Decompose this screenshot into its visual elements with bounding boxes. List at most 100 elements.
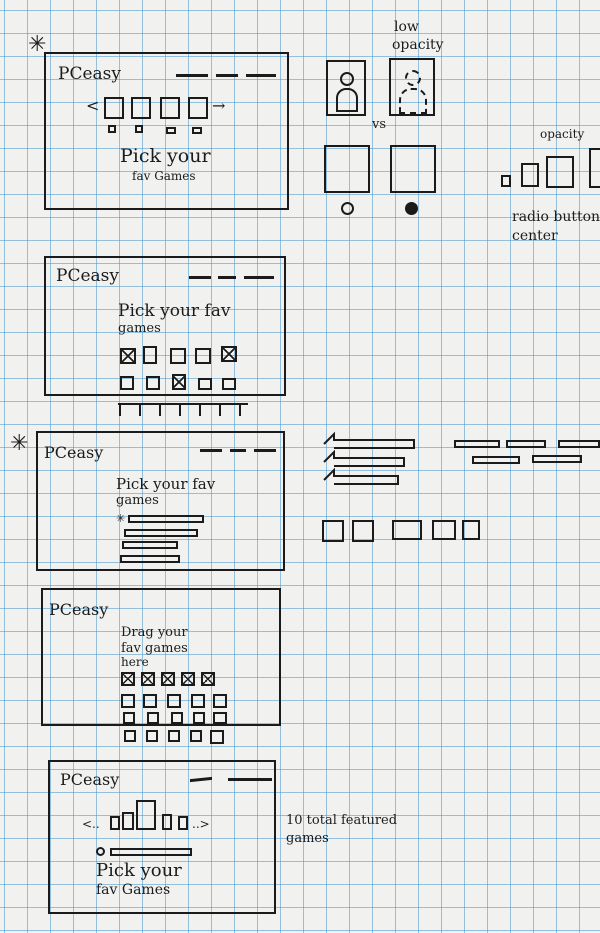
nav-link[interactable] (189, 276, 211, 279)
list-item[interactable] (122, 541, 178, 549)
wireframe-carousel: PCeasy < → Pick your fav Games (44, 52, 289, 210)
game-tile[interactable] (198, 378, 212, 390)
game-thumbnail[interactable] (122, 812, 134, 830)
game-thumbnail[interactable] (162, 814, 172, 830)
carousel-right-arrow[interactable]: ..> (192, 817, 210, 831)
thumb-variant (392, 520, 422, 540)
nav-link[interactable] (190, 776, 212, 783)
wireframe-list-select: PCeasy Pick your fav games ✳ (36, 431, 285, 571)
select-checkbox[interactable] (192, 127, 202, 134)
game-tile[interactable] (213, 712, 227, 724)
heading-line-1: Pick your (96, 860, 182, 881)
game-thumbnail[interactable] (104, 97, 124, 119)
select-checkbox[interactable] (135, 125, 143, 133)
heading-line-3: here (121, 655, 149, 669)
game-tile[interactable] (193, 712, 205, 724)
drop-slot-filled[interactable] (201, 672, 215, 686)
nav-link[interactable] (218, 276, 236, 279)
game-thumbnail[interactable] (188, 97, 208, 119)
game-card (390, 145, 436, 193)
heading-line-2: fav games (121, 641, 188, 656)
logo: PCeasy (49, 600, 109, 619)
game-tile-selected[interactable] (172, 374, 186, 390)
list-item[interactable] (124, 529, 198, 537)
profile-card-faded (389, 58, 435, 116)
game-tile[interactable] (213, 694, 227, 708)
person-body-icon (336, 88, 358, 112)
game-tile[interactable] (170, 348, 186, 364)
heading-line-2: fav Games (96, 882, 171, 898)
game-tile[interactable] (124, 730, 136, 742)
game-tile[interactable] (171, 712, 183, 724)
profile-card-normal (326, 60, 366, 116)
nav-link[interactable] (246, 74, 276, 77)
note-games: games (286, 831, 329, 846)
list-item[interactable] (120, 555, 180, 563)
thumb-variant (352, 520, 374, 542)
logo: PCeasy (60, 770, 120, 789)
select-checkbox[interactable] (108, 125, 116, 133)
list-item[interactable] (128, 515, 204, 523)
radio-button[interactable] (96, 847, 105, 856)
size-demo-box (589, 148, 600, 188)
game-tile[interactable] (190, 730, 202, 742)
drop-slot-filled[interactable] (141, 672, 155, 686)
game-tile[interactable] (168, 730, 180, 742)
arrow-left-icon[interactable]: < (86, 96, 100, 115)
note-opacity: opacity (392, 37, 444, 53)
game-tile[interactable] (147, 712, 159, 724)
game-tile[interactable] (123, 712, 135, 724)
select-checkbox[interactable] (166, 127, 176, 134)
game-thumbnail[interactable] (178, 816, 188, 830)
nav-link[interactable] (200, 449, 222, 452)
person-head-icon (405, 70, 421, 86)
nav-link[interactable] (176, 74, 208, 77)
game-tile[interactable] (191, 694, 205, 708)
game-thumbnail[interactable] (160, 97, 180, 119)
game-tile[interactable] (143, 694, 157, 708)
nav-link[interactable] (244, 276, 274, 279)
game-tile[interactable] (146, 730, 158, 742)
game-tile[interactable] (210, 730, 224, 744)
game-tile[interactable] (195, 348, 211, 364)
game-tile[interactable] (121, 694, 135, 708)
note-radio-button: radio button (512, 209, 600, 225)
arrow-right-icon[interactable]: → (212, 96, 226, 115)
game-tile[interactable] (120, 376, 134, 390)
game-thumbnail[interactable] (131, 97, 151, 119)
list-variant-bar (454, 440, 500, 448)
scroll-indicator (118, 403, 248, 416)
note-featured: 10 total featured (286, 813, 398, 828)
carousel-left-arrow[interactable]: <.. (82, 817, 100, 831)
list-variant-tabs (323, 431, 415, 485)
size-demo-box (546, 156, 574, 188)
nav-link[interactable] (254, 449, 276, 452)
game-tile-selected[interactable] (221, 346, 237, 362)
drop-slot-filled[interactable] (181, 672, 195, 686)
nav-link[interactable] (228, 778, 272, 781)
progress-bar (110, 848, 192, 856)
thumb-variant (432, 520, 456, 540)
nav-link[interactable] (230, 449, 246, 452)
game-thumbnail[interactable] (110, 816, 120, 830)
drop-slot-filled[interactable] (121, 672, 135, 686)
radio-button-filled (405, 202, 418, 215)
list-variant-bar (472, 456, 520, 464)
game-tile[interactable] (167, 694, 181, 708)
game-tile[interactable] (222, 378, 236, 390)
heading-line-1: Pick your (120, 145, 211, 167)
game-tile[interactable] (146, 376, 160, 390)
heading-line-2: games (116, 493, 159, 508)
person-head-icon (340, 72, 354, 86)
game-tile[interactable] (143, 346, 157, 364)
game-tile-selected[interactable] (120, 348, 136, 364)
star-mark-2: ✳ (10, 431, 29, 456)
logo: PCeasy (44, 443, 104, 462)
game-thumbnail-featured[interactable] (136, 800, 156, 830)
wireframe-featured-carousel: PCeasy <.. ..> Pick your fav Games (48, 760, 276, 914)
drop-slot-filled[interactable] (161, 672, 175, 686)
nav-link[interactable] (216, 74, 238, 77)
star-mark-1: ✳ (28, 32, 47, 57)
radio-button (341, 202, 354, 215)
list-variant-bar (558, 440, 600, 448)
